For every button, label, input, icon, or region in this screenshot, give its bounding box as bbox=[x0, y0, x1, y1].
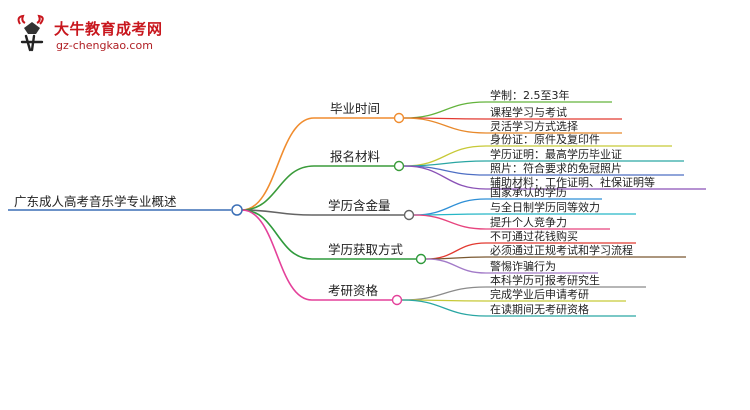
logo-title: 大牛教育成考网 bbox=[54, 20, 163, 38]
leaf-connector bbox=[403, 165, 487, 190]
branch-toggle[interactable] bbox=[391, 294, 403, 306]
leaf-connector bbox=[413, 198, 487, 216]
leaf-label: 提升个人竞争力 bbox=[490, 215, 567, 229]
branch-toggle[interactable] bbox=[403, 209, 415, 221]
bull-logo-icon bbox=[17, 14, 44, 52]
leaf-connector bbox=[403, 117, 487, 134]
leaf-label: 必须通过正规考试和学习流程 bbox=[490, 243, 633, 257]
branch-label: 学历含金量 bbox=[328, 198, 391, 213]
leaf-connector bbox=[401, 299, 487, 317]
leaf-label: 不可通过花钱购买 bbox=[490, 229, 578, 243]
branch-label: 报名材料 bbox=[330, 149, 381, 164]
leaf-label: 完成学业后申请考研 bbox=[490, 287, 589, 301]
leaf-label: 课程学习与考试 bbox=[490, 105, 567, 119]
branch-connector bbox=[241, 209, 313, 301]
leaf-label: 照片：符合要求的免冠照片 bbox=[490, 161, 622, 175]
leaf-label: 国家承认的学历 bbox=[490, 185, 567, 199]
leaf-label: 身份证：原件及复印件 bbox=[490, 132, 600, 146]
branch-connector bbox=[241, 165, 315, 211]
logo-url: gz-chengkao.com bbox=[56, 39, 153, 52]
branch-label: 学历获取方式 bbox=[328, 242, 404, 257]
leaf-label: 辅助材料：工作证明、社保证明等 bbox=[490, 175, 655, 189]
leaf-label: 在读期间无考研资格 bbox=[490, 302, 589, 316]
branch-label: 考研资格 bbox=[328, 283, 379, 298]
leaf-connector bbox=[425, 258, 487, 274]
leaf-connector bbox=[401, 286, 487, 301]
leaf-label: 本科学历可报考研究生 bbox=[490, 273, 600, 287]
branch-label: 毕业时间 bbox=[330, 101, 380, 116]
branch-toggle[interactable] bbox=[393, 112, 405, 124]
root-toggle[interactable] bbox=[231, 204, 243, 216]
branch-toggle[interactable] bbox=[393, 160, 405, 172]
leaf-connector bbox=[403, 101, 487, 119]
leaf-connector bbox=[413, 214, 487, 230]
branch-connector bbox=[241, 117, 315, 211]
leaf-connector bbox=[403, 160, 487, 167]
branch-toggle[interactable] bbox=[415, 253, 427, 265]
root-label: 广东成人高考音乐学专业概述 bbox=[14, 194, 177, 209]
leaf-label: 警惕诈骗行为 bbox=[490, 259, 556, 273]
site-logo[interactable]: 大牛教育成考网 gz-chengkao.com bbox=[14, 14, 174, 56]
leaf-label: 灵活学习方式选择 bbox=[490, 119, 578, 133]
branch-connector bbox=[241, 209, 313, 260]
leaf-label: 学历证明：最高学历毕业证 bbox=[490, 147, 622, 161]
branch-connector bbox=[241, 209, 313, 216]
leaf-label: 学制：2.5至3年 bbox=[490, 88, 570, 102]
leaf-label: 与全日制学历同等效力 bbox=[490, 200, 600, 214]
